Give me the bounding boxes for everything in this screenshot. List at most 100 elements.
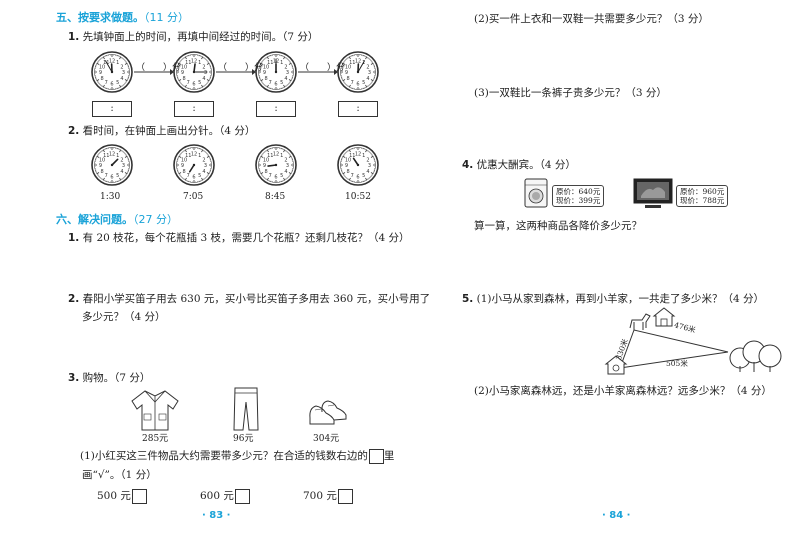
tv-icon xyxy=(633,178,673,208)
svg-text:12: 12 xyxy=(191,59,197,65)
shoes-price: 304元 xyxy=(313,434,340,444)
page-number-left: · 83 · xyxy=(202,510,231,521)
svg-text:11: 11 xyxy=(103,153,109,159)
option-700: 700 元 xyxy=(303,488,353,504)
svg-text:3: 3 xyxy=(368,163,371,169)
question-number: 1. xyxy=(68,232,80,244)
question-number: 5. xyxy=(462,293,474,305)
original-price: 原价：960元 xyxy=(680,187,725,196)
svg-text:11: 11 xyxy=(185,60,191,66)
svg-text:12: 12 xyxy=(109,59,115,65)
option-600: 600 元 xyxy=(200,488,250,504)
question-6-4: 4. 优惠大酬宾。（4 分） xyxy=(462,157,576,172)
svg-text:2: 2 xyxy=(284,157,287,163)
check-box[interactable] xyxy=(337,488,353,504)
distance-bottom-label: 505米 xyxy=(666,359,688,368)
question-6-3-3: (3)一双鞋比一条裤子贵多少元？（3 分） xyxy=(474,87,667,99)
svg-text:4: 4 xyxy=(284,169,287,175)
check-box[interactable] xyxy=(234,488,250,504)
svg-text:1: 1 xyxy=(362,60,365,66)
svg-text:7: 7 xyxy=(187,80,190,86)
svg-text:7: 7 xyxy=(351,173,354,179)
svg-text:10: 10 xyxy=(181,64,187,70)
svg-text:2: 2 xyxy=(202,157,205,163)
question-6-2-line2: 多少元？（4 分） xyxy=(82,311,166,323)
check-box[interactable] xyxy=(131,488,147,504)
svg-text:1: 1 xyxy=(198,60,201,66)
time-answer-box[interactable]: : xyxy=(92,101,132,117)
option-500: 500 元 xyxy=(97,488,147,504)
svg-text:9: 9 xyxy=(263,163,266,169)
svg-text:8: 8 xyxy=(100,169,103,175)
pants-icon xyxy=(233,387,259,431)
svg-text:1: 1 xyxy=(198,153,201,159)
interval-label: （ ）分 xyxy=(218,63,264,73)
time-answer-box[interactable]: : xyxy=(338,101,378,117)
svg-text:11: 11 xyxy=(349,60,355,66)
svg-text:7: 7 xyxy=(351,80,354,86)
arrow xyxy=(298,69,338,75)
question-text: 先填钟面上的时间，再填中间经过的时间。（7 分） xyxy=(82,31,319,43)
svg-text:2: 2 xyxy=(366,64,369,70)
question-number: 3. xyxy=(68,372,80,384)
forest-icon xyxy=(729,340,782,372)
svg-text:5: 5 xyxy=(280,173,283,179)
svg-text:5: 5 xyxy=(116,80,119,86)
section-6-title: 六、解决问题。 xyxy=(56,213,133,226)
arrow xyxy=(134,69,174,75)
svg-text:1: 1 xyxy=(116,153,119,159)
page-number-right: · 84 · xyxy=(602,510,631,521)
svg-text:12: 12 xyxy=(191,152,197,158)
svg-text:3: 3 xyxy=(122,70,125,76)
svg-text:11: 11 xyxy=(349,153,355,159)
section-6-points: （27 分） xyxy=(133,213,178,226)
horse-icon xyxy=(629,313,651,330)
question-5-1: 1. 先填钟面上的时间，再填中间经过的时间。（7 分） xyxy=(68,29,318,44)
svg-text:2: 2 xyxy=(284,64,287,70)
shoes-icon xyxy=(309,400,347,425)
question-6-3-1: (1)小红买这三件物品大约需要带多少元？在合适的钱数右边的里 xyxy=(80,448,394,464)
svg-text:4: 4 xyxy=(366,169,369,175)
question-number: 4. xyxy=(462,159,474,171)
svg-text:4: 4 xyxy=(366,76,369,82)
svg-text:2: 2 xyxy=(202,64,205,70)
tv-price-tag: 原价：960元 现价：788元 xyxy=(676,185,729,207)
shirt-icon xyxy=(131,390,179,431)
svg-text:6: 6 xyxy=(356,82,359,88)
arrow xyxy=(216,69,256,75)
svg-text:10: 10 xyxy=(345,64,351,70)
svg-text:3: 3 xyxy=(204,70,207,76)
question-text: 优惠大酬宾。（4 分） xyxy=(476,159,576,171)
svg-text:4: 4 xyxy=(202,169,205,175)
svg-text:10: 10 xyxy=(181,157,187,163)
current-price: 现价：788元 xyxy=(680,196,725,205)
question-6-3-1-line2: 画“√”。（1 分） xyxy=(82,469,157,481)
question-5-2: 2. 看时间，在钟面上画出分针。（4 分） xyxy=(68,123,255,138)
svg-text:3: 3 xyxy=(122,163,125,169)
svg-text:9: 9 xyxy=(181,163,184,169)
original-price: 原价：640元 xyxy=(556,187,601,196)
section-6-heading: 六、解决问题。（27 分） xyxy=(56,211,178,227)
svg-text:6: 6 xyxy=(192,175,195,181)
time-label: 10:52 xyxy=(345,192,371,202)
time-answer-box[interactable]: : xyxy=(174,101,214,117)
svg-text:6: 6 xyxy=(274,82,277,88)
svg-text:12: 12 xyxy=(109,152,115,158)
svg-text:9: 9 xyxy=(99,70,102,76)
svg-text:11: 11 xyxy=(267,60,273,66)
question-text: (1)小马从家到森林，再到小羊家，一共走了多少米？（4 分） xyxy=(476,293,765,305)
svg-text:2: 2 xyxy=(120,64,123,70)
svg-text:5: 5 xyxy=(198,80,201,86)
option-label: 500 元 xyxy=(97,490,131,502)
svg-text:4: 4 xyxy=(284,76,287,82)
question-6-5: 5. (1)小马从家到森林，再到小羊家，一共走了多少米？（4 分） xyxy=(462,291,764,306)
svg-text:8: 8 xyxy=(346,76,349,82)
current-price: 现价：399元 xyxy=(556,196,601,205)
time-answer-box[interactable]: : xyxy=(256,101,296,117)
svg-text:4: 4 xyxy=(120,76,123,82)
svg-text:9: 9 xyxy=(345,163,348,169)
